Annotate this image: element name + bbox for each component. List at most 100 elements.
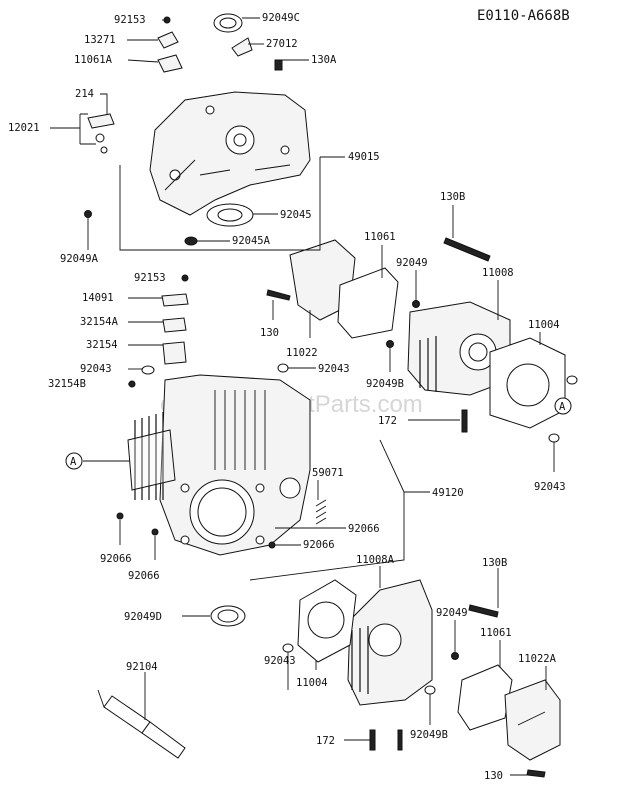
pin-92043b-drawing (277, 363, 289, 373)
dowel-lower-a-drawing (282, 643, 294, 653)
plate-14091-drawing (161, 293, 189, 307)
ball-bearing-drawing (206, 203, 254, 227)
callout-label: 92045 (280, 209, 312, 221)
callout-label: 92049B (410, 729, 448, 741)
pin-92049b-drawing (386, 340, 394, 348)
callout-label: A (70, 456, 77, 468)
cylinder-head-upper-drawing (407, 301, 511, 396)
callout-label: 32154B (48, 378, 86, 390)
cylinder-head-lower-drawing (347, 579, 433, 706)
callout-label: 11004 (528, 319, 560, 331)
head-gasket-upper-drawing (489, 337, 566, 429)
callout-label: 92153 (134, 272, 166, 284)
crankcase-cover-drawing (149, 91, 311, 216)
callout-label: 92049D (124, 611, 162, 623)
sealant-tube-drawing (97, 689, 186, 759)
plate-drawing (231, 37, 253, 57)
callout-label: 214 (75, 88, 94, 100)
callout-label: 92049 (396, 257, 428, 269)
seal-small-drawing (184, 236, 198, 246)
spring-drawing (315, 499, 327, 525)
cover-gasket-lower-drawing (457, 664, 513, 731)
callout-label: 32154A (80, 316, 119, 328)
oil-seal-bottom-drawing (210, 605, 246, 627)
callout-label: 11008 (482, 267, 514, 279)
callout-label: 32154 (86, 339, 118, 351)
guide-32154a-drawing (162, 317, 187, 333)
callout-label: 130B (482, 557, 507, 569)
callout-label: 172 (316, 735, 335, 747)
callout-label: 130B (440, 191, 465, 203)
crankcase-drawing (159, 374, 311, 556)
callout-label: 92066 (100, 553, 132, 565)
pin-92043-drawing (141, 365, 155, 375)
callout-label: 92049C (262, 12, 300, 24)
callout-label: 92049 (436, 607, 468, 619)
bolt-130a-drawing (274, 59, 283, 71)
callout-label: 11061 (480, 627, 512, 639)
stud-lower-drawing (369, 729, 376, 751)
callout-label: 13271 (84, 34, 116, 46)
reference-a-right-circle (554, 397, 572, 415)
callout-label: 27012 (266, 38, 298, 50)
callout-label: 11061A (74, 54, 113, 66)
cover-gasket-upper-drawing (337, 267, 399, 339)
callout-label: 59071 (312, 467, 344, 479)
bolt-130b-drawing (443, 237, 491, 262)
diagram-code: E0110-A668B (477, 8, 570, 24)
guide-32154-drawing (162, 341, 187, 365)
callout-label: 130A (311, 54, 337, 66)
gasket-plate-drawing (157, 31, 179, 49)
valve-cover-lower-drawing (504, 679, 561, 761)
callout-label: 92066 (348, 523, 380, 535)
callout-label: 92043 (264, 655, 296, 667)
reference-a-left-circle (65, 452, 83, 470)
callout-label: 49120 (432, 487, 464, 499)
cylinder-fins-drawing (127, 412, 176, 500)
callout-label: 92043 (534, 481, 566, 493)
callout-label: 130 (484, 770, 503, 782)
pin-92049a-drawing (84, 210, 92, 218)
callout-label: 12021 (8, 122, 40, 134)
head-gasket-lower-drawing (297, 579, 357, 663)
callout-label: 92153 (114, 14, 146, 26)
dowel-left-drawing (116, 512, 124, 520)
bolt-130-lower-drawing (526, 769, 546, 778)
callout-label: 92045A (232, 235, 271, 247)
callout-label: 130 (260, 327, 279, 339)
callout-label: 92066 (128, 570, 160, 582)
leader-lines (50, 17, 562, 776)
callout-labels: 92153 13271 11061A 214 12021 92049C 2701… (8, 12, 566, 782)
callout-label: 11008A (356, 554, 395, 566)
oil-seal-top-drawing (213, 13, 243, 33)
callout-label: 11061 (364, 231, 396, 243)
dowel-mid-drawing (151, 528, 159, 536)
callout-label: A (559, 401, 566, 413)
callout-label: 92049A (60, 253, 99, 265)
dowel-right-drawing (268, 541, 276, 549)
callout-label: 14091 (82, 292, 114, 304)
callout-label: 92049B (366, 378, 404, 390)
cover-plate-drawing (157, 54, 183, 73)
callout-label: 92043 (80, 363, 112, 375)
pin-92049b-lower-drawing (424, 685, 436, 695)
callout-label: 11004 (296, 677, 328, 689)
stud-lower-b-drawing (397, 729, 403, 751)
bolt-32154b-drawing (128, 380, 136, 388)
bolt-130-drawing (266, 289, 291, 301)
pin-92049-lower-drawing (451, 652, 459, 660)
callout-label: 11022A (518, 653, 557, 665)
bracket-12021-drawing (87, 113, 115, 154)
callout-label: 11022 (286, 347, 318, 359)
dowel-upper-b-drawing (548, 433, 560, 443)
stud-upper-drawing (461, 409, 468, 433)
callout-label: 172 (378, 415, 397, 427)
callout-label: 92066 (303, 539, 335, 551)
callout-label: 49015 (348, 151, 380, 163)
callout-label: 92043 (318, 363, 350, 375)
bolt-130b-lower-drawing (468, 604, 499, 618)
dowel-upper-a-drawing (566, 375, 578, 385)
callout-label: 92104 (126, 661, 158, 673)
